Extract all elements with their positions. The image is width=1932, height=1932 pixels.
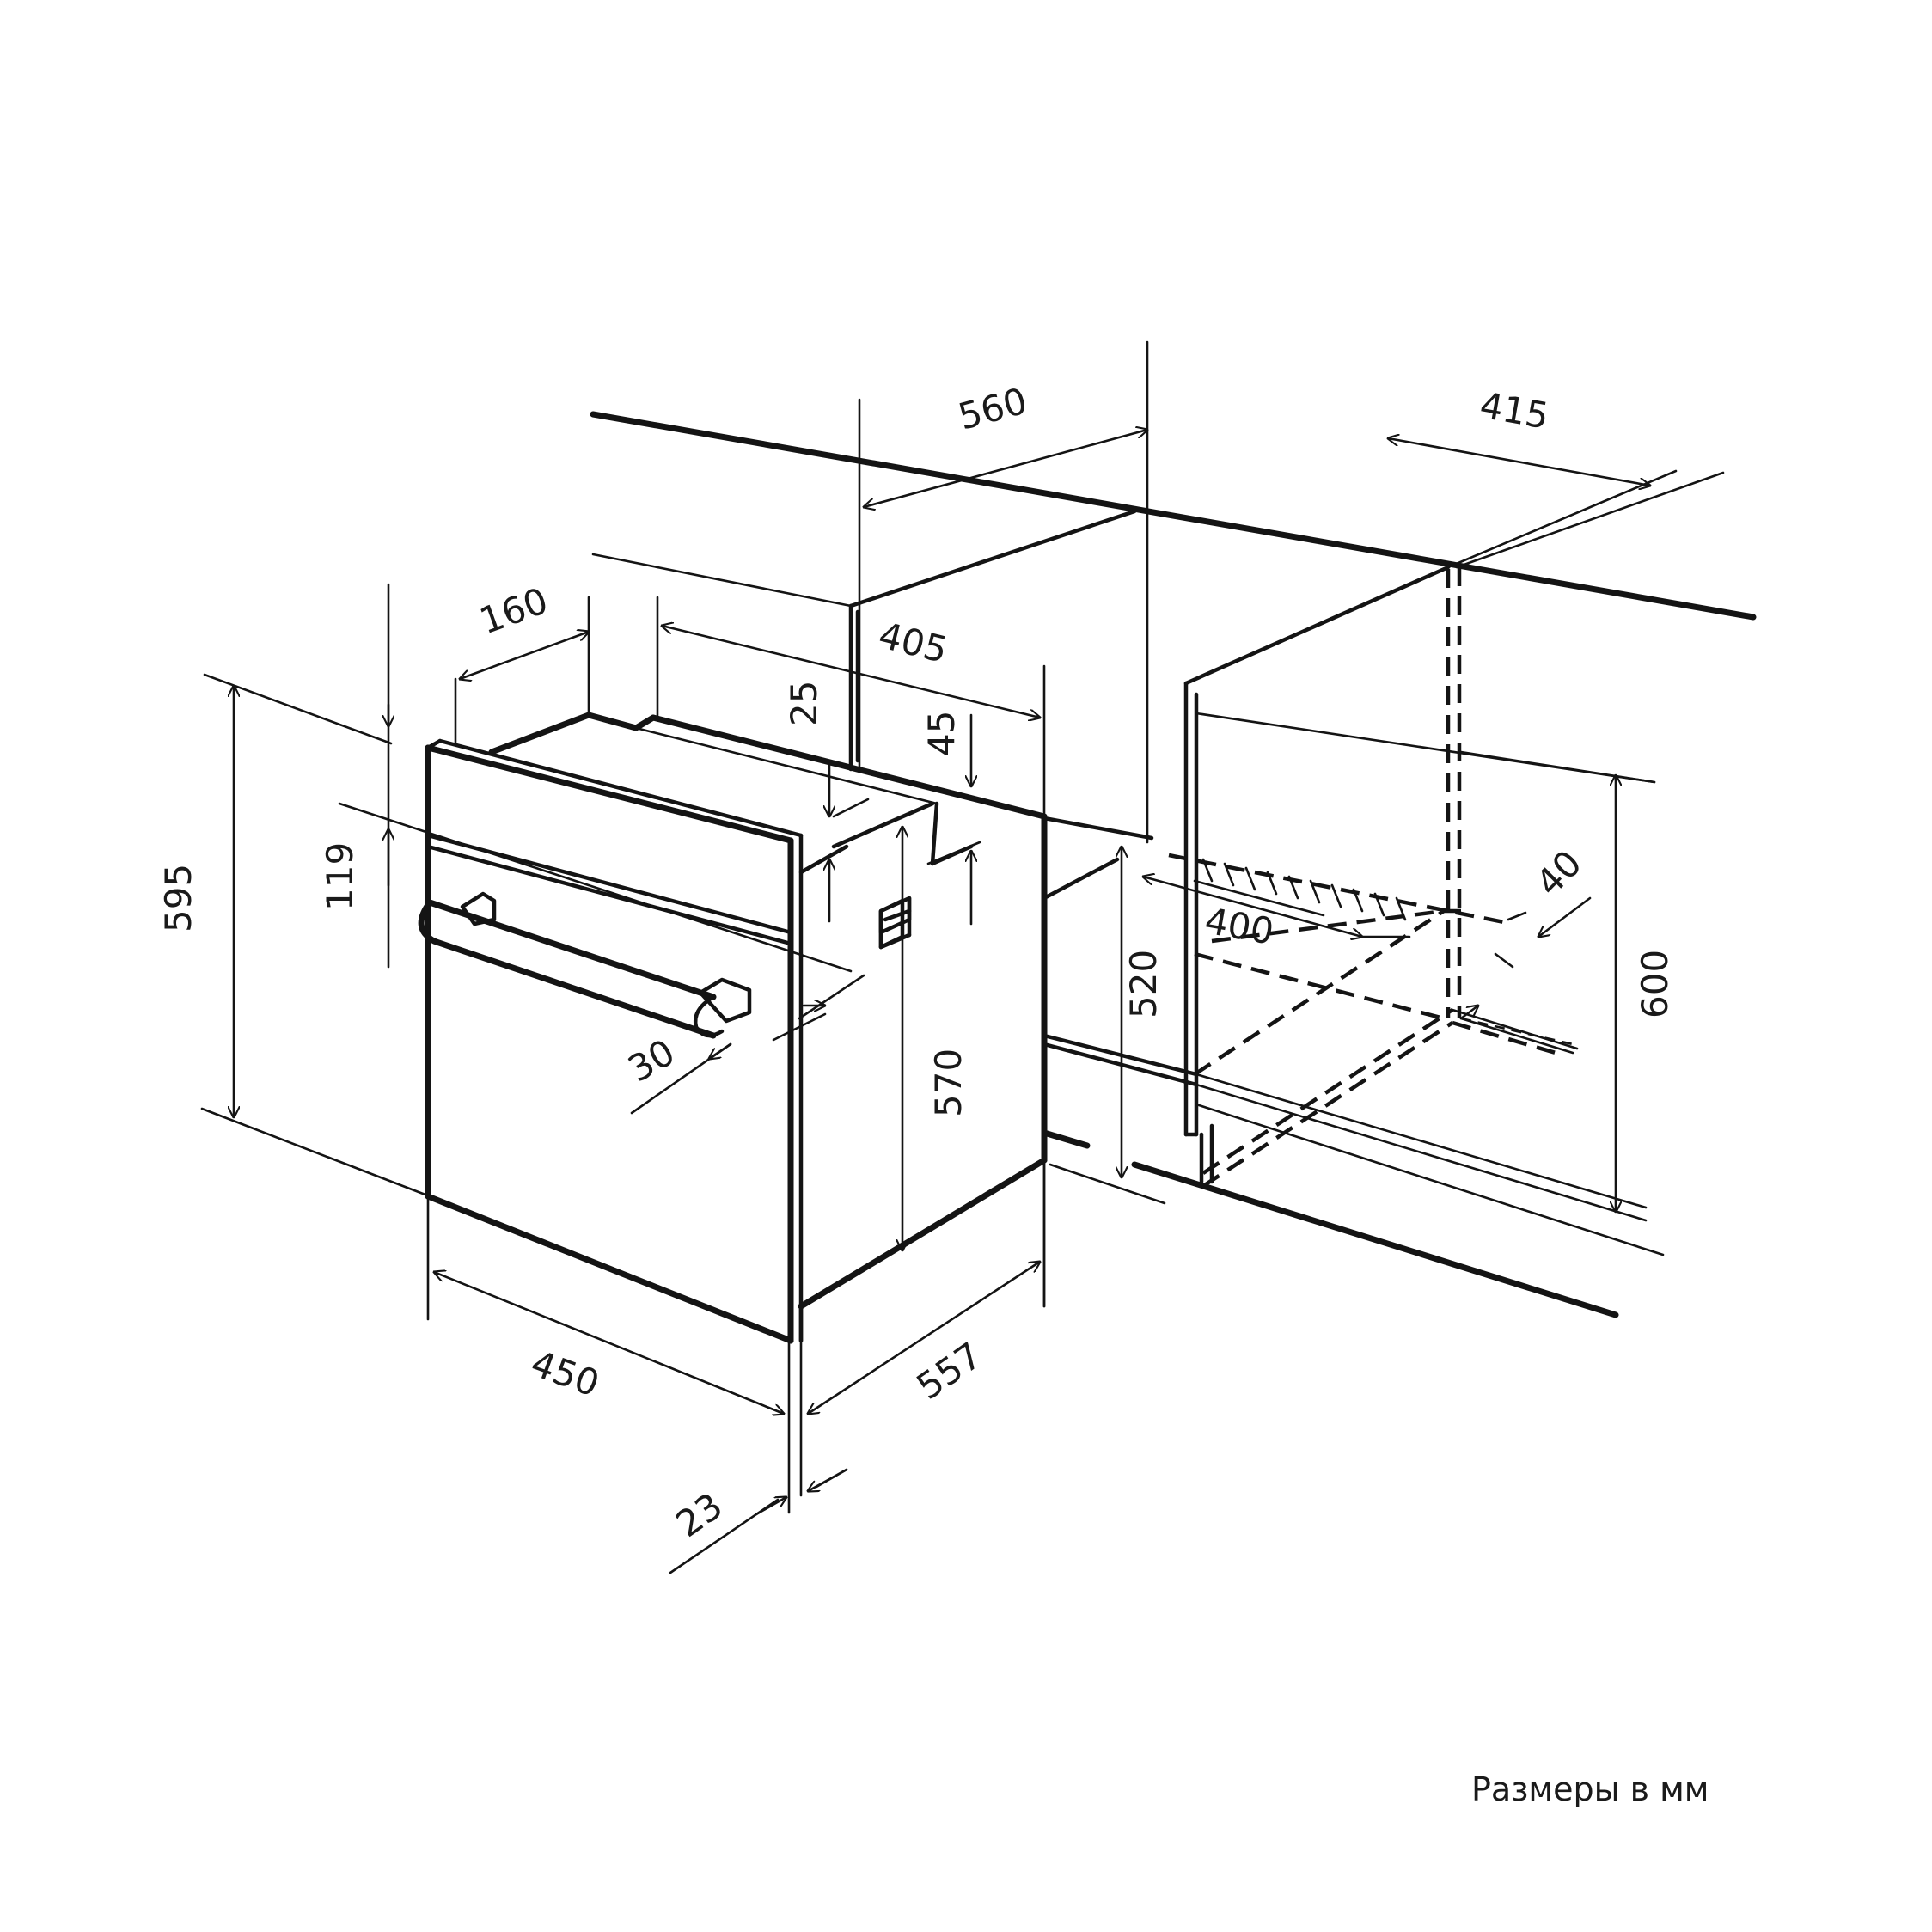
label-119: 119 xyxy=(319,842,361,911)
arrow-40b xyxy=(1459,1006,1478,1020)
arrow-415 xyxy=(1388,438,1650,486)
arrow-450 xyxy=(434,1272,784,1414)
arrow-405 xyxy=(662,626,1040,718)
arrow-557 xyxy=(808,1262,1040,1414)
arrow-23b xyxy=(808,1468,848,1491)
dimension-arrows xyxy=(234,430,1650,1516)
arrow-30b xyxy=(709,1042,732,1059)
label-557: 557 xyxy=(909,1334,990,1408)
label-45: 45 xyxy=(920,711,963,756)
label-600: 600 xyxy=(1634,950,1676,1018)
label-23: 23 xyxy=(669,1484,731,1545)
arrow-40a xyxy=(1538,896,1592,937)
arrow-560 xyxy=(864,430,1147,507)
oven-handle xyxy=(418,891,752,1039)
label-30: 30 xyxy=(621,1030,682,1090)
label-560: 560 xyxy=(954,380,1031,438)
arrow-23a xyxy=(755,1497,786,1516)
extension-lines xyxy=(200,398,1725,1574)
label-405: 405 xyxy=(875,614,952,671)
label-520: 520 xyxy=(1122,950,1165,1018)
label-595: 595 xyxy=(157,864,199,932)
label-400: 400 xyxy=(1201,900,1276,953)
cabinet-outline xyxy=(590,340,1757,1318)
arrow-160 xyxy=(460,632,589,679)
oven-body xyxy=(425,712,1048,1344)
arrow-400 xyxy=(1143,877,1362,937)
units-caption: Размеры в мм xyxy=(1471,1770,1709,1808)
label-450: 450 xyxy=(526,1342,605,1404)
label-40: 40 xyxy=(1527,842,1589,904)
label-570: 570 xyxy=(927,1049,969,1117)
label-415: 415 xyxy=(1477,384,1551,437)
label-25: 25 xyxy=(783,681,825,726)
label-160: 160 xyxy=(474,579,553,642)
